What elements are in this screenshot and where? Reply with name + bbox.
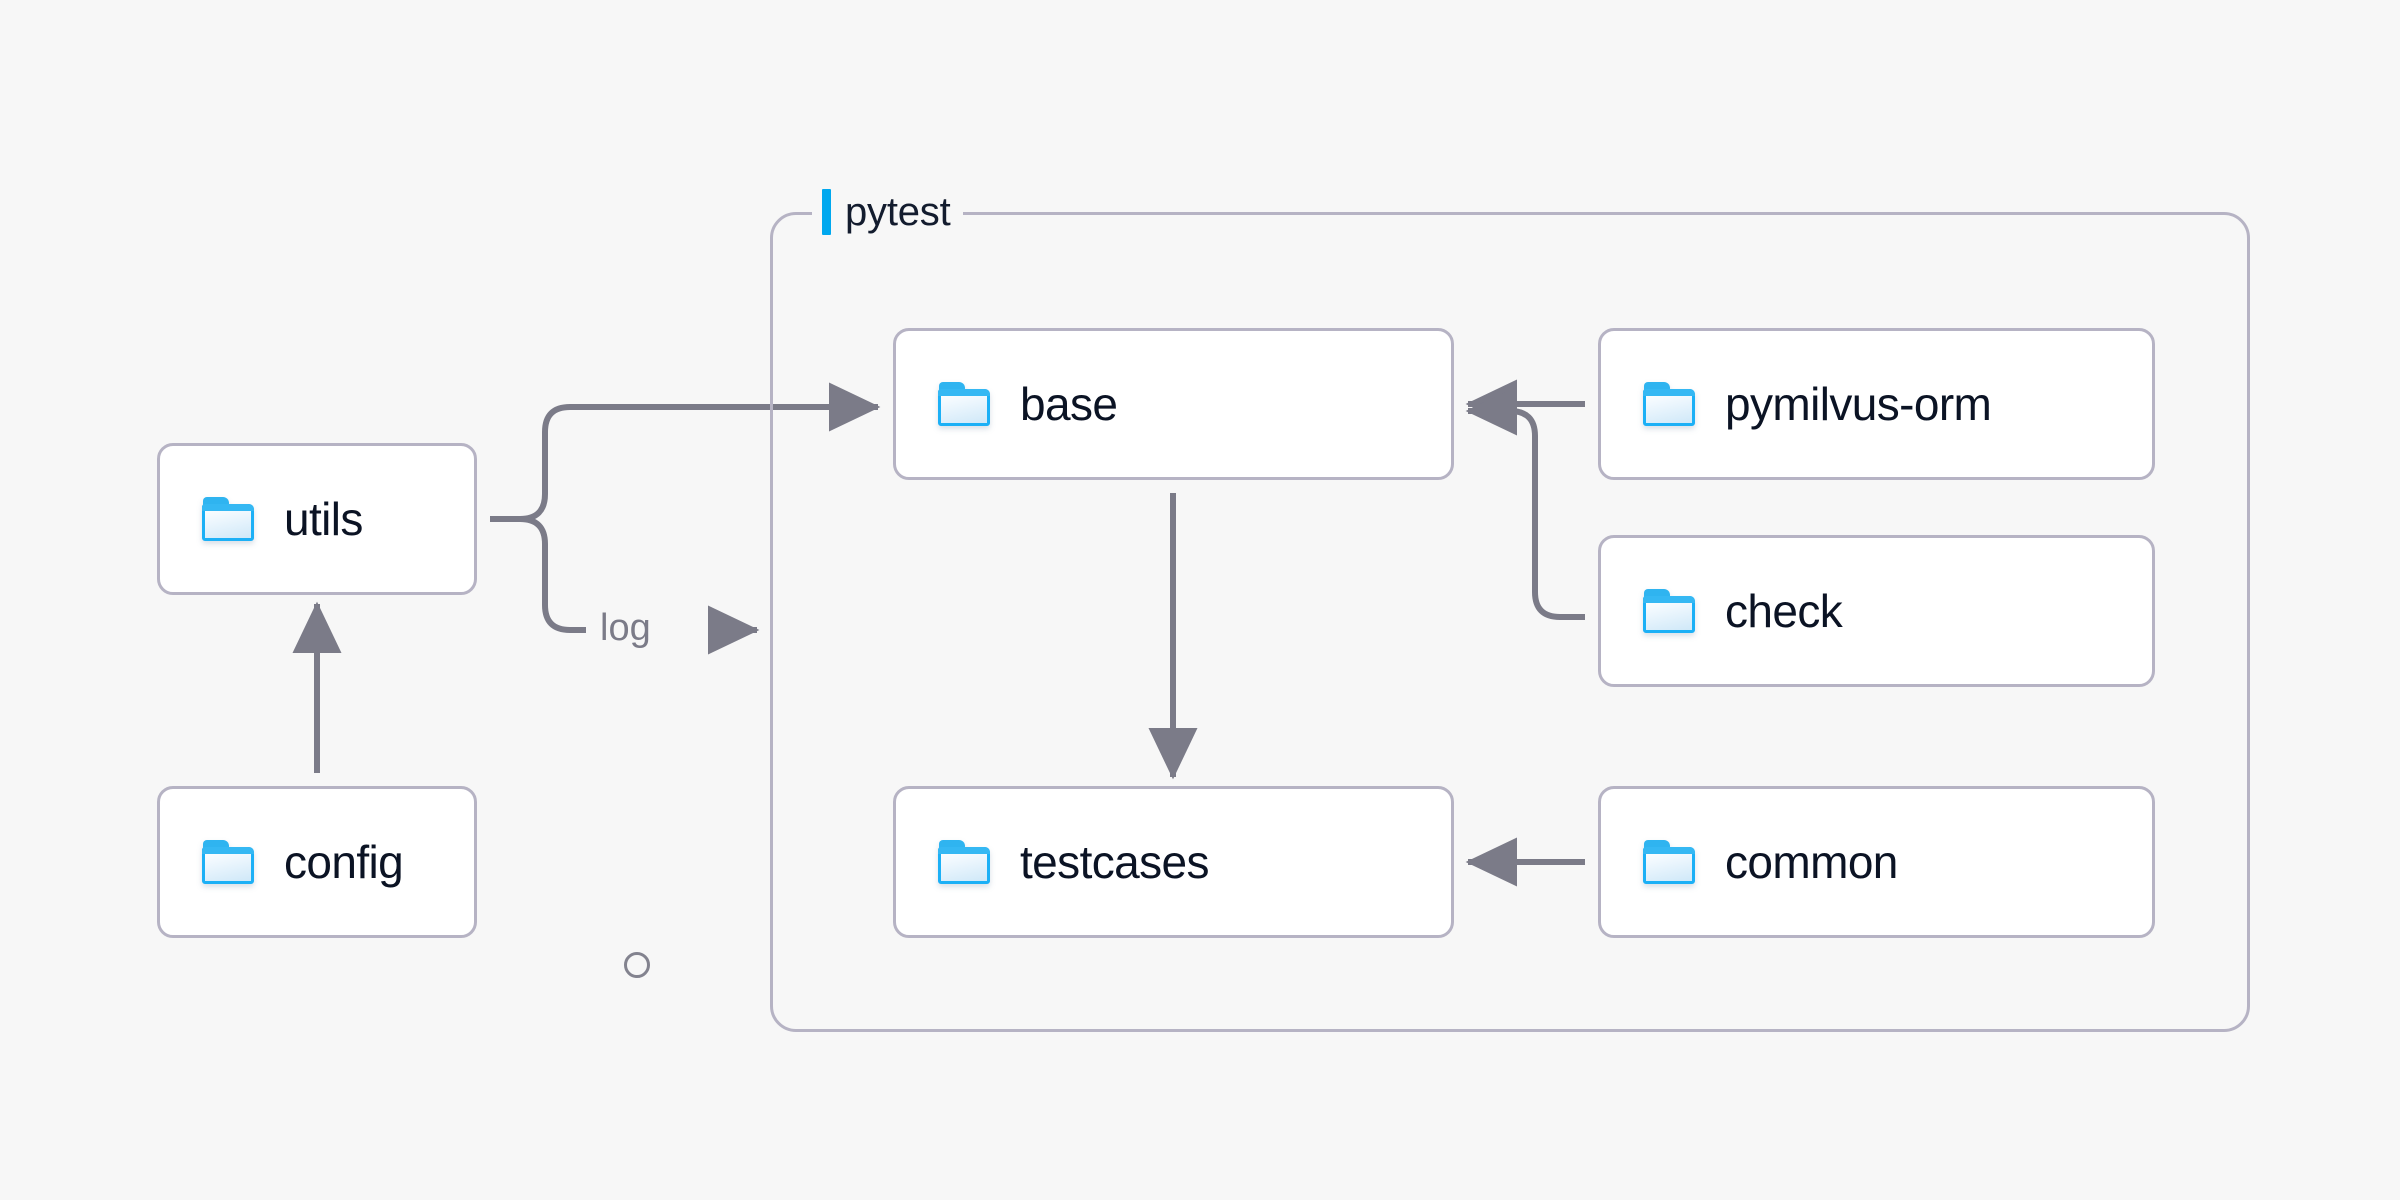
folder-icon bbox=[1643, 589, 1695, 633]
node-label: check bbox=[1725, 585, 1843, 637]
folder-icon bbox=[938, 382, 990, 426]
group-accent-bar bbox=[822, 189, 831, 235]
node-utils[interactable]: utils bbox=[157, 443, 650, 978]
edge-label-log: log bbox=[600, 607, 651, 649]
group-pytest bbox=[770, 212, 2250, 1032]
node-label: pymilvus-orm bbox=[1725, 378, 1992, 430]
node-label: common bbox=[1725, 836, 1898, 888]
edge-utils-to-pytest-log bbox=[490, 516, 586, 633]
node-config[interactable]: config bbox=[157, 786, 477, 938]
group-pytest-label: pytest bbox=[812, 189, 963, 235]
folder-icon bbox=[202, 840, 254, 884]
node-label: utils bbox=[284, 493, 363, 545]
node-base[interactable]: base bbox=[893, 328, 2082, 824]
node-common[interactable]: common bbox=[1598, 786, 2155, 938]
node-pymilvus-orm[interactable]: pymilvus-orm bbox=[1598, 328, 2155, 480]
node-label: testcases bbox=[1020, 836, 1210, 888]
node-label: base bbox=[1020, 378, 1118, 430]
group-title: pytest bbox=[845, 189, 951, 234]
node-testcases[interactable]: testcases bbox=[893, 786, 1454, 938]
node-check[interactable]: check bbox=[1598, 535, 2155, 687]
folder-icon bbox=[202, 497, 254, 541]
folder-icon bbox=[1643, 840, 1695, 884]
folder-icon bbox=[938, 840, 990, 884]
port-utils-right[interactable] bbox=[624, 952, 650, 978]
node-label: config bbox=[284, 836, 404, 888]
folder-icon bbox=[1643, 382, 1695, 426]
